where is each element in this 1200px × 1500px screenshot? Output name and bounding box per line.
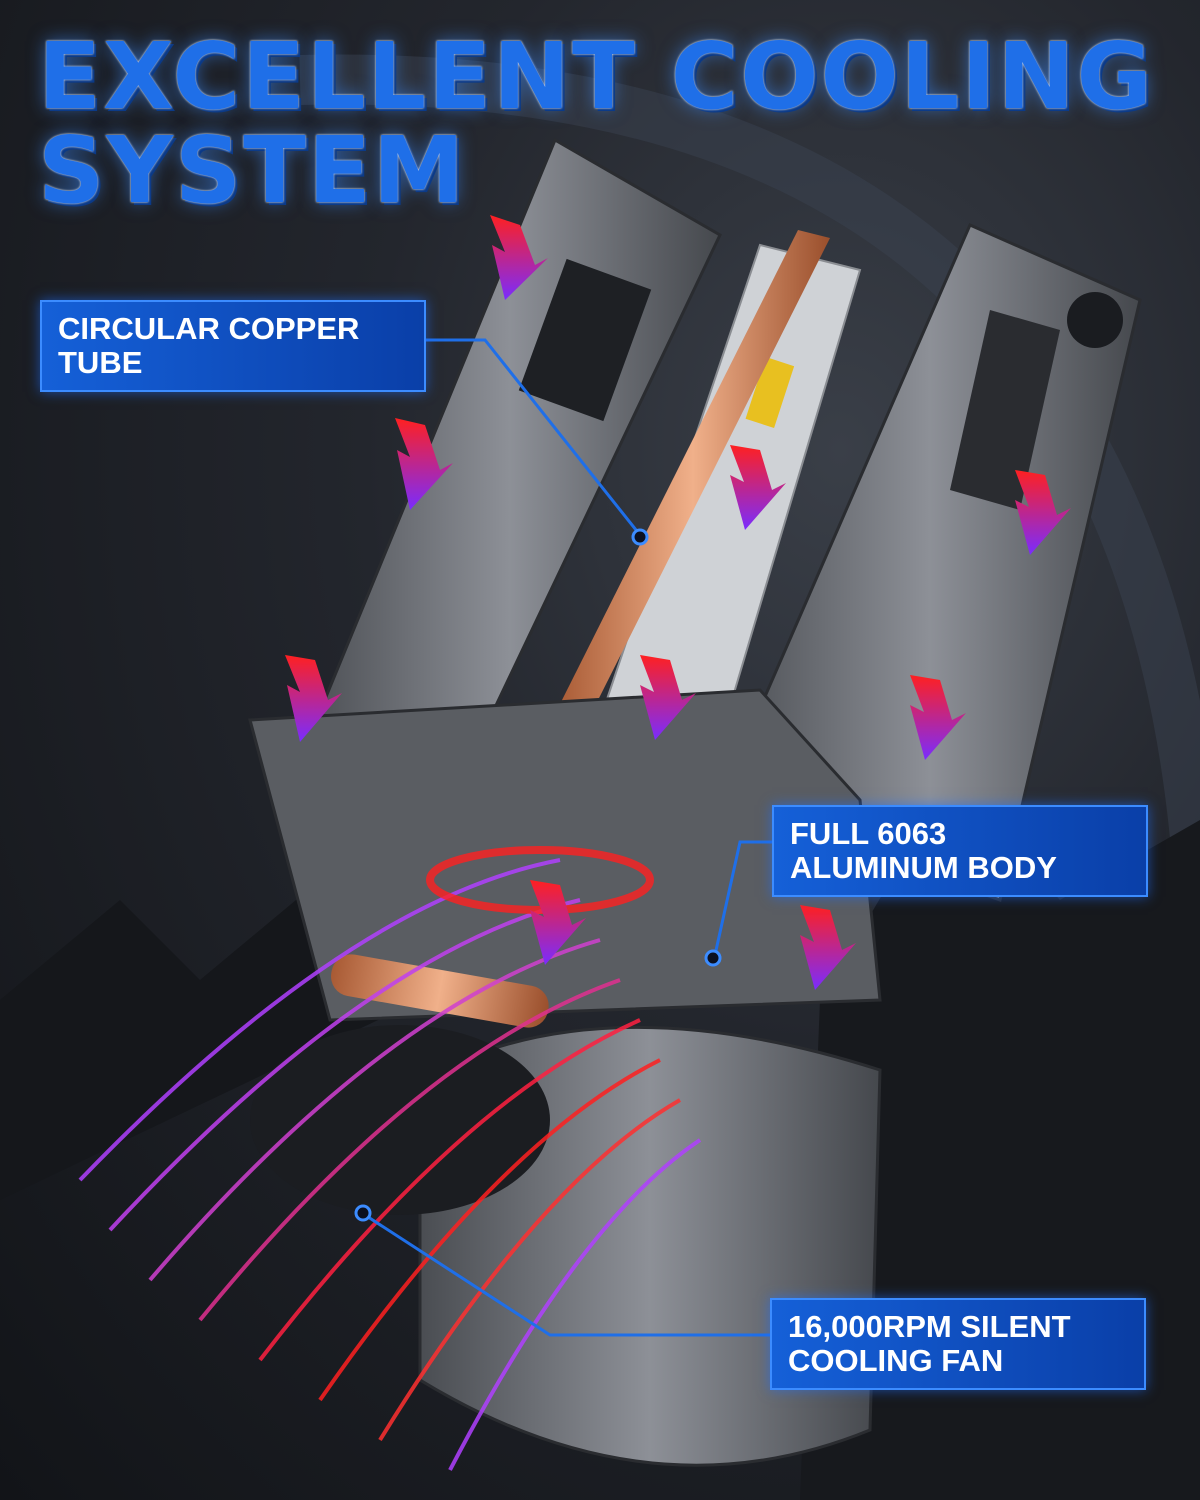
callout-aluminum-body-line-2: ALUMINUM BODY xyxy=(790,850,1057,885)
callout-cooling-fan: 16,000RPM SILENT COOLING FAN xyxy=(770,1298,1146,1390)
copper-tube xyxy=(556,230,830,720)
callout-copper-tube-line-1: CIRCULAR COPPER xyxy=(58,311,360,346)
led-chip xyxy=(745,356,795,429)
heat-pipe xyxy=(331,954,549,1028)
callout-aluminum-body-line-1: FULL 6063 xyxy=(790,816,947,851)
callout-copper-tube: CIRCULAR COPPER TUBE xyxy=(40,300,426,392)
page-title: EXCELLENT COOLING SYSTEM xyxy=(38,30,1154,218)
callout-aluminum-body: FULL 6063 ALUMINUM BODY xyxy=(772,805,1148,897)
leader-lines xyxy=(354,338,772,1337)
title-line-2: SYSTEM xyxy=(38,117,467,224)
title-line-1: EXCELLENT COOLING xyxy=(38,23,1155,130)
callout-cooling-fan-line-2: COOLING FAN xyxy=(788,1343,1004,1378)
callout-copper-tube-line-2: TUBE xyxy=(58,345,143,380)
fan-opening xyxy=(250,1025,550,1215)
airflow-arrows xyxy=(285,215,1071,990)
glow-ring xyxy=(426,846,654,914)
callout-cooling-fan-line-1: 16,000RPM SILENT xyxy=(788,1309,1071,1344)
airflow-lines xyxy=(78,858,702,1471)
